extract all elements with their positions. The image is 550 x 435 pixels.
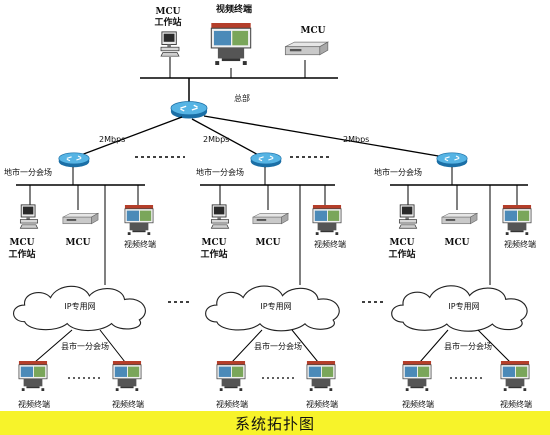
branch-3-county-label: 县市一分会场 bbox=[444, 341, 492, 351]
branch-1-video-terminal-label: 视频终端 bbox=[124, 239, 156, 249]
hq-workstation-label-2: 工作站 bbox=[154, 16, 181, 28]
branch-1: 地市一分会场 MCU 工作站 MCU 视频终端 IP专用网 县市一分会场 视频终… bbox=[4, 152, 156, 409]
hq-label: 总部 bbox=[234, 93, 250, 103]
branch-1-workstation-icon bbox=[19, 204, 39, 229]
branch-3-city-label: 地市一分会场 bbox=[374, 167, 422, 177]
wan-link-left bbox=[72, 116, 183, 159]
hq-video-terminal-icon bbox=[210, 22, 252, 66]
branch-3-video-terminal-icon bbox=[502, 204, 532, 236]
branch-3-video-terminal-label: 视频终端 bbox=[504, 239, 536, 249]
branch-1-county-terminal-2-icon bbox=[112, 360, 142, 392]
branch-1-county-terminal-1-label: 视频终端 bbox=[18, 399, 50, 409]
branch-3-router-icon bbox=[436, 152, 468, 168]
branch-3-county-link-left bbox=[419, 329, 449, 363]
wan-link-left-label: 2Mbps bbox=[99, 135, 125, 144]
hq-mcu-icon bbox=[284, 41, 329, 56]
branch-1-workstation-label-1: MCU bbox=[10, 238, 35, 248]
branch-1-workstation-label-2: 工作站 bbox=[8, 248, 35, 260]
branch-1-county-link-left bbox=[34, 329, 73, 363]
branch-3-county-link-right bbox=[477, 329, 511, 363]
branch-1-city-label: 地市一分会场 bbox=[4, 167, 52, 177]
branch-2-cloud-label: IP专用网 bbox=[260, 301, 291, 311]
branch-2-county-terminal-1-label: 视频终端 bbox=[216, 399, 248, 409]
branch-3-county-terminal-1-icon bbox=[402, 360, 432, 392]
branch-2-mcu-label: MCU bbox=[256, 238, 281, 248]
branch-1-county-label: 县市一分会场 bbox=[61, 341, 109, 351]
branch-3-mcu-label: MCU bbox=[445, 238, 470, 248]
branch-2-county-label: 县市一分会场 bbox=[254, 341, 302, 351]
branch-3-county-terminal-2-icon bbox=[500, 360, 530, 392]
wan-link-right-label: 2Mbps bbox=[343, 135, 369, 144]
branch-2-county-terminal-2-label: 视频终端 bbox=[306, 399, 338, 409]
branch-3-workstation-label-1: MCU bbox=[390, 238, 415, 248]
caption-bar: 系统拓扑图 bbox=[0, 411, 550, 435]
branch-2-city-label: 地市一分会场 bbox=[196, 167, 244, 177]
hq-workstation-icon bbox=[160, 31, 180, 57]
hq-router-icon bbox=[170, 100, 208, 120]
branch-2-workstation-icon bbox=[210, 204, 230, 229]
branch-2-video-terminal-label: 视频终端 bbox=[314, 239, 346, 249]
branch-2-router-icon bbox=[250, 152, 282, 168]
branch-3-cloud-label: IP专用网 bbox=[448, 301, 479, 311]
hq-workstation-label-1: MCU bbox=[156, 7, 181, 17]
branch-3-workstation-label-2: 工作站 bbox=[388, 248, 415, 260]
branch-2-workstation-label-2: 工作站 bbox=[200, 248, 227, 260]
branch-2: 地市一分会场 MCU 工作站 MCU 视频终端 IP专用网 县市一分会场 视频终… bbox=[196, 152, 346, 409]
hq-video-terminal-label: 视频终端 bbox=[216, 3, 252, 15]
branch-2-county-link-right bbox=[291, 329, 319, 363]
branch-1-cloud-label: IP专用网 bbox=[64, 301, 95, 311]
branch-1-router-icon bbox=[58, 152, 90, 168]
diagram-caption: 系统拓扑图 bbox=[234, 414, 315, 433]
branch-2-mcu-icon bbox=[252, 212, 289, 225]
branch-1-county-link-right bbox=[99, 329, 126, 363]
branch-3-county-terminal-1-label: 视频终端 bbox=[402, 399, 434, 409]
branch-2-video-terminal-icon bbox=[312, 204, 342, 236]
branch-2-county-link-left bbox=[231, 329, 263, 363]
branch-1-county-terminal-1-icon bbox=[18, 360, 48, 392]
branch-1-mcu-label: MCU bbox=[66, 238, 91, 248]
branch-1-county-terminal-2-label: 视频终端 bbox=[112, 399, 144, 409]
branch-2-workstation-label-1: MCU bbox=[202, 238, 227, 248]
branch-2-county-terminal-1-icon bbox=[216, 360, 246, 392]
branch-1-mcu-icon bbox=[62, 212, 99, 225]
branch-3-mcu-icon bbox=[441, 212, 478, 225]
wan-link-right bbox=[203, 115, 451, 159]
wan-link-middle-label: 2Mbps bbox=[203, 135, 229, 144]
branch-3-workstation-icon bbox=[398, 204, 418, 229]
branch-3: 地市一分会场 MCU 工作站 MCU 视频终端 IP专用网 县市一分会场 视频终… bbox=[374, 152, 536, 409]
branch-3-county-terminal-2-label: 视频终端 bbox=[500, 399, 532, 409]
wan-link-middle bbox=[191, 118, 265, 159]
branch-2-county-terminal-2-icon bbox=[306, 360, 336, 392]
hq-mcu-label: MCU bbox=[301, 26, 326, 36]
branch-1-video-terminal-icon bbox=[124, 204, 154, 236]
